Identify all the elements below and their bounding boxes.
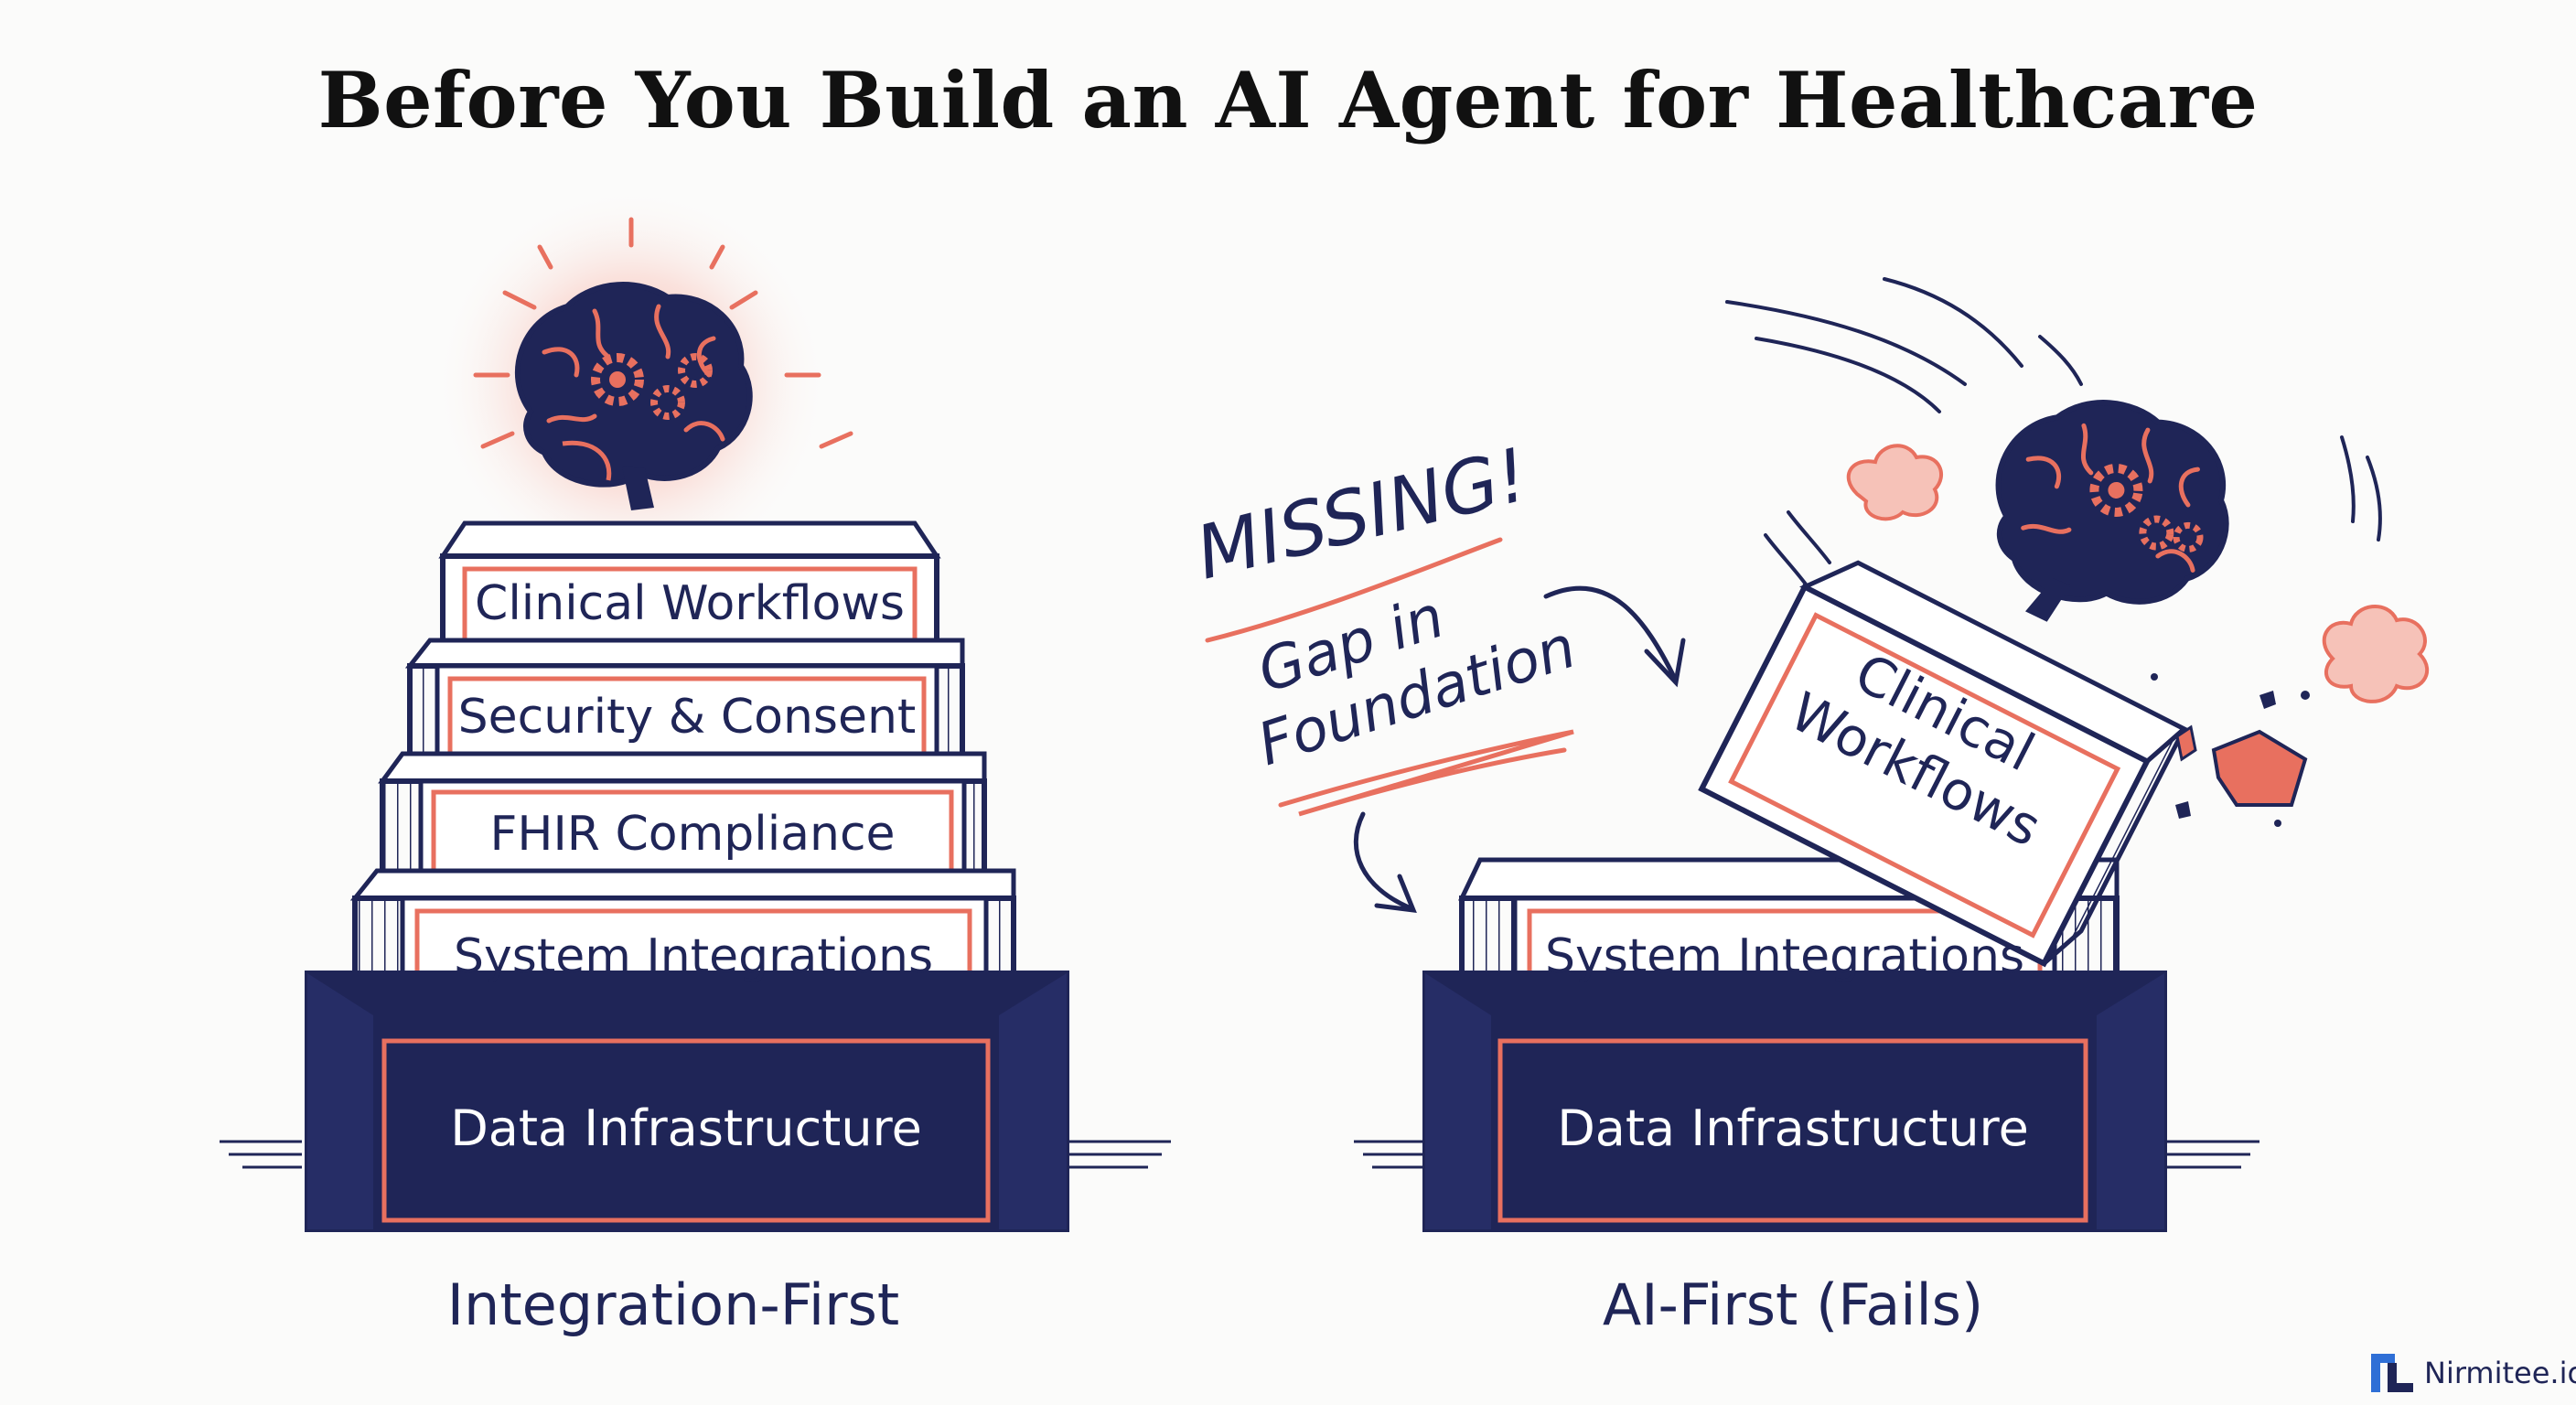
falling-brain-icon xyxy=(1995,400,2229,622)
right-base-label: Data Infrastructure xyxy=(1557,1099,2029,1157)
left-layer-security-consent: Security & Consent xyxy=(457,690,917,745)
left-layer-fhir-compliance: FHIR Compliance xyxy=(489,807,896,862)
left-block-system-integrations xyxy=(349,868,1016,1022)
brand-text: Nirmitee.io xyxy=(2424,1356,2576,1390)
motion-lines xyxy=(1725,277,2382,587)
left-caption: Integration-First xyxy=(446,1271,900,1338)
broken-debris xyxy=(2151,673,2310,827)
brain-rays xyxy=(473,217,853,449)
left-base-label: Data Infrastructure xyxy=(450,1099,922,1157)
right-stack xyxy=(1205,277,2430,1232)
right-base-data-infrastructure xyxy=(1422,971,2167,1232)
right-caption: AI-First (Fails) xyxy=(1602,1271,1984,1338)
dust-cloud-right xyxy=(2322,605,2430,703)
right-ground-lines xyxy=(1354,1140,2259,1169)
left-layer-clinical-workflows: Clinical Workflows xyxy=(475,576,905,631)
brain-icon xyxy=(514,282,753,510)
annotation-underlines xyxy=(1205,537,1574,817)
left-layer-system-integrations: System Integrations xyxy=(453,929,934,984)
page-title: Before You Build an AI Agent for Healthc… xyxy=(317,55,2259,145)
right-layer-system-integrations: System Integrations xyxy=(1544,929,2025,984)
falling-block-clinical-workflows xyxy=(1698,560,2188,968)
dust-cloud-left xyxy=(1846,444,1944,521)
left-stack xyxy=(220,188,1171,1232)
brand: Nirmitee.io xyxy=(2371,1354,2576,1392)
left-base-data-infrastructure xyxy=(305,971,1069,1232)
annotation-arrows xyxy=(1353,585,1686,914)
nirmitee-logo-icon xyxy=(2371,1354,2413,1392)
